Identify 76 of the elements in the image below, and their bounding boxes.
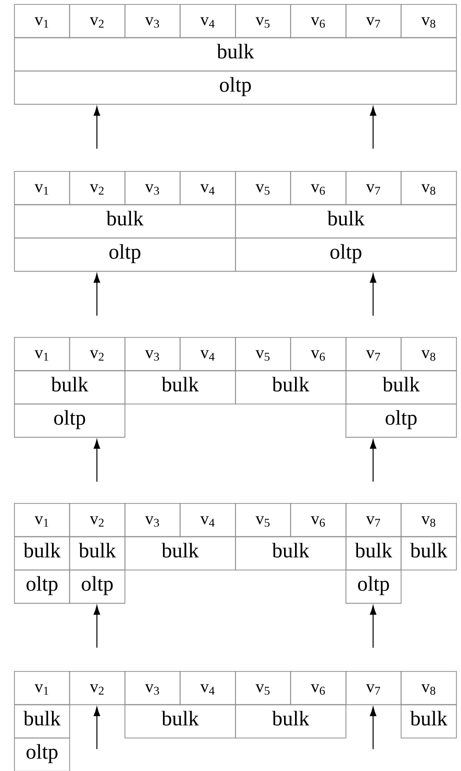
header-cell: v$_{5}$ [235, 503, 292, 538]
table-cell: bulk [124, 370, 236, 404]
header-cell: v$_{1}$ [14, 503, 70, 538]
arrow [370, 106, 376, 150]
header-cell: v$_{6}$ [290, 4, 346, 38]
header-cell: v$_{7}$ [346, 503, 402, 538]
arrow [94, 274, 100, 316]
header-cell: v$_{8}$ [400, 503, 457, 538]
table-cell: bulk [235, 536, 346, 570]
header-cell: v$_{6}$ [290, 171, 346, 206]
arrow [370, 707, 376, 750]
header-cell: v$_{3}$ [124, 671, 181, 706]
header-cell: v$_{3}$ [124, 337, 181, 372]
arrow [370, 274, 376, 316]
header-cell: v$_{8}$ [400, 671, 457, 706]
table-cell: bulk [235, 370, 346, 404]
header-cell: v$_{6}$ [290, 503, 346, 538]
table-cell: oltp [346, 404, 457, 438]
header-cell: v$_{1}$ [14, 671, 70, 706]
header-cell: v$_{3}$ [124, 4, 181, 38]
header-cell: v$_{8}$ [400, 4, 457, 38]
header-cell: v$_{3}$ [124, 503, 181, 538]
header-cell: v$_{7}$ [346, 671, 402, 706]
table-cell: oltp [14, 404, 126, 438]
header-cell: v$_{2}$ [69, 503, 126, 538]
header-cell: v$_{3}$ [124, 171, 181, 206]
header-cell: v$_{2}$ [69, 4, 126, 38]
header-cell: v$_{4}$ [180, 671, 236, 706]
table-cell: oltp [14, 238, 236, 272]
table-cell: oltp [346, 570, 402, 604]
header-cell: v$_{4}$ [180, 337, 236, 372]
header-cell: v$_{7}$ [346, 337, 402, 372]
arrow [370, 606, 376, 648]
header-cell: v$_{8}$ [400, 171, 457, 206]
header-cell: v$_{1}$ [14, 337, 70, 372]
table-cell: bulk [235, 204, 457, 238]
table-cell: bulk [400, 704, 457, 738]
header-cell: v$_{2}$ [69, 337, 126, 372]
header-cell: v$_{6}$ [290, 671, 346, 706]
table-cell: bulk [346, 536, 402, 570]
table-cell: oltp [235, 238, 457, 272]
table-cell: oltp [14, 738, 70, 771]
table-cell: bulk [14, 370, 126, 404]
header-cell: v$_{8}$ [400, 337, 457, 372]
arrow [94, 707, 100, 750]
header-cell: v$_{2}$ [69, 171, 126, 206]
header-cell: v$_{7}$ [346, 171, 402, 206]
table-cell: oltp [14, 70, 457, 105]
header-cell: v$_{2}$ [69, 671, 126, 706]
table-cell: bulk [14, 704, 70, 738]
arrow [370, 440, 376, 482]
table-cell: bulk [124, 704, 236, 738]
table-cell: oltp [14, 570, 70, 604]
table-cell: bulk [14, 204, 236, 238]
header-cell: v$_{7}$ [346, 4, 402, 38]
header-cell: v$_{1}$ [14, 4, 70, 38]
header-cell: v$_{1}$ [14, 171, 70, 206]
table-cell: bulk [235, 704, 346, 738]
table-cell: bulk [14, 37, 457, 72]
header-cell: v$_{4}$ [180, 503, 236, 538]
header-cell: v$_{6}$ [290, 337, 346, 372]
arrow [94, 606, 100, 648]
table-cell: bulk [124, 536, 236, 570]
header-cell: v$_{5}$ [235, 671, 292, 706]
table-cell: bulk [346, 370, 457, 404]
header-cell: v$_{4}$ [180, 4, 236, 38]
header-cell: v$_{5}$ [235, 171, 292, 206]
table-cell: bulk [69, 536, 126, 570]
header-cell: v$_{5}$ [235, 337, 292, 372]
table-cell: oltp [69, 570, 126, 604]
table-cell: bulk [400, 536, 457, 570]
table-cell: bulk [14, 536, 70, 570]
arrow [94, 106, 100, 150]
header-cell: v$_{5}$ [235, 4, 292, 38]
arrow [94, 440, 100, 482]
header-cell: v$_{4}$ [180, 171, 236, 206]
